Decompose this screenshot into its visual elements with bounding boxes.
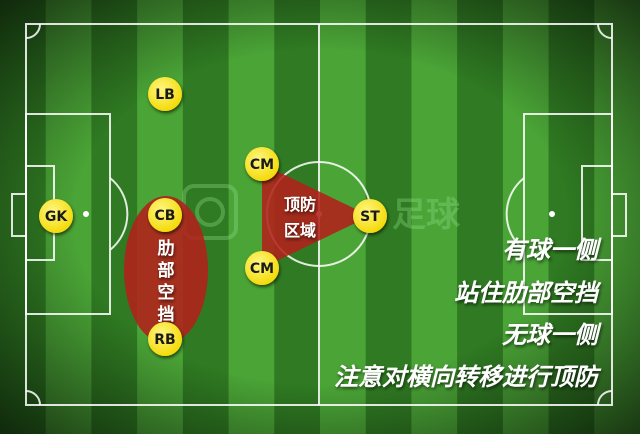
press-zone-label: 顶防 区域 [284, 195, 316, 240]
rib-cover-label-line: 挡 [158, 304, 175, 325]
player-rb: RB [148, 322, 182, 356]
watermark: 足球 [182, 184, 461, 240]
caption: 有球一侧 站住肋部空挡 无球一侧 注意对横向转移进行顶防 [334, 236, 602, 391]
corner-arc-tl [25, 23, 41, 39]
rib-cover-zone [124, 196, 208, 344]
left-penalty-arc [109, 177, 129, 251]
player-label: RB [154, 332, 175, 348]
watermark-text: 足球 [392, 195, 461, 235]
player-label: CM [250, 261, 274, 277]
player-cm-bottom: CM [245, 251, 279, 285]
player-label: GK [45, 209, 68, 225]
rib-cover-label: 肋 部 空 挡 [158, 238, 175, 325]
player-cb: CB [148, 198, 182, 232]
player-st: ST [353, 199, 387, 233]
player-label: ST [360, 209, 380, 225]
player-label: CM [250, 157, 274, 173]
player-lb: LB [148, 77, 182, 111]
player-gk: GK [39, 199, 73, 233]
players: GK LB CB RB CM CM ST [39, 77, 387, 356]
player-label: LB [155, 87, 175, 103]
corner-arc-tr [597, 23, 613, 39]
player-label: CB [155, 208, 176, 224]
corner-arc-bl [25, 390, 41, 406]
rib-cover-label-line: 肋 [158, 238, 175, 259]
player-cm-top: CM [245, 147, 279, 181]
press-zone [262, 164, 370, 268]
caption-line: 有球一侧 [502, 236, 602, 264]
rib-cover-label-line: 空 [158, 282, 175, 303]
caption-line: 无球一侧 [502, 321, 602, 349]
right-penalty-arc [505, 177, 525, 251]
caption-line: 站住肋部空挡 [454, 279, 602, 307]
press-zone-label-line: 顶防 [284, 195, 316, 214]
right-goal [611, 193, 627, 237]
caption-line: 注意对横向转移进行顶防 [334, 363, 602, 391]
left-goal [11, 193, 27, 237]
corner-arc-br [597, 390, 613, 406]
press-zone-label-line: 区域 [284, 221, 316, 240]
rib-cover-label-line: 部 [158, 260, 175, 281]
left-penalty-spot [83, 211, 89, 217]
right-penalty-spot [549, 211, 555, 217]
